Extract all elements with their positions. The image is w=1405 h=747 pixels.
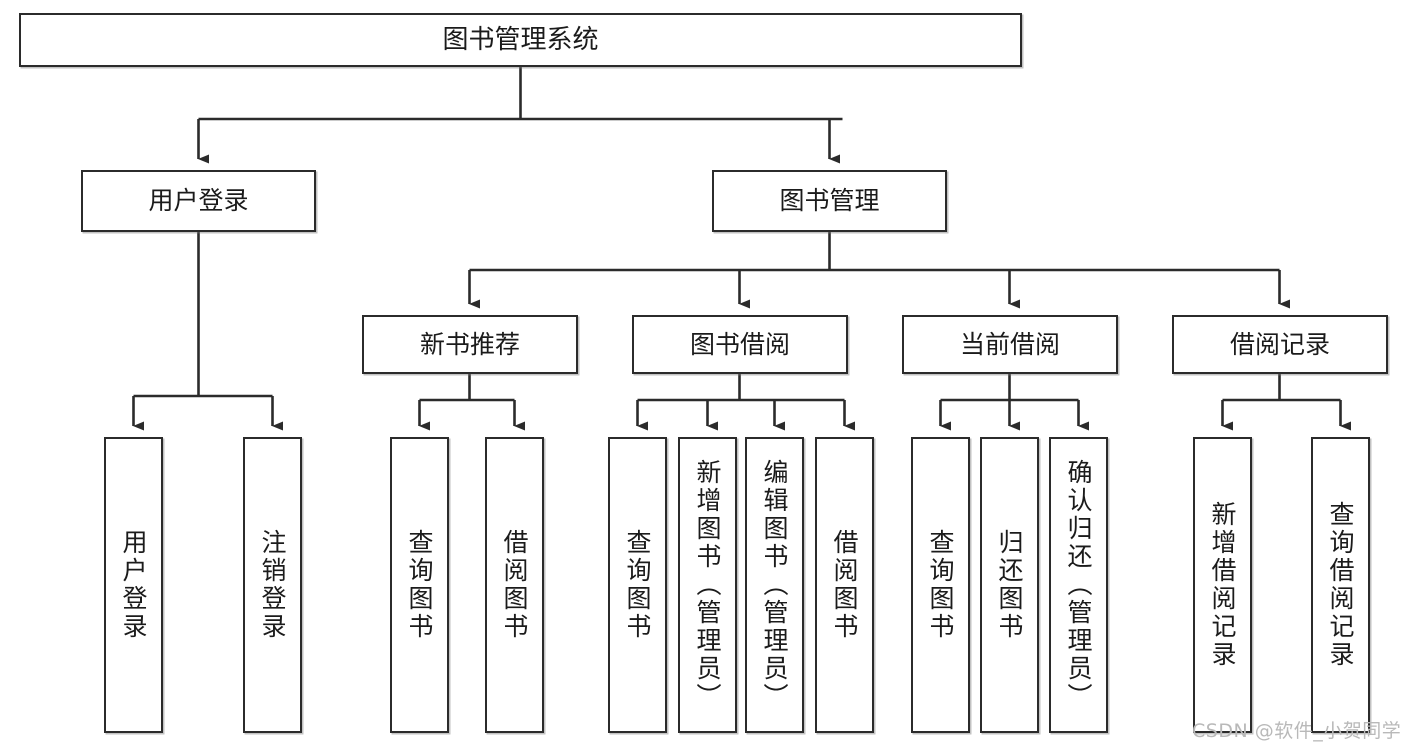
leaf-borrow-book-recommend[interactable]: 借阅图书: [485, 437, 544, 733]
node-new-book-recommend-label: 新书推荐: [419, 329, 520, 359]
node-book-borrow-label: 图书借阅: [689, 329, 790, 359]
leaf-user-login[interactable]: 用户登录: [104, 437, 163, 733]
leaf-query-borrow-record[interactable]: 查询借阅记录: [1311, 437, 1370, 733]
node-user-login[interactable]: 用户登录: [81, 170, 316, 232]
node-book-management[interactable]: 图书管理: [712, 170, 947, 232]
leaf-query-book-recommend[interactable]: 查询图书: [390, 437, 449, 733]
leaf-query-book-current-label: 查询图书: [926, 529, 955, 641]
leaf-query-book-borrow-label: 查询图书: [623, 529, 652, 641]
watermark: CSDN @软件_小贺同学: [1192, 720, 1402, 742]
node-root-label: 图书管理系统: [442, 24, 599, 55]
leaf-query-book-borrow[interactable]: 查询图书: [608, 437, 667, 733]
leaf-query-book-recommend-label: 查询图书: [405, 529, 434, 641]
leaf-add-borrow-record[interactable]: 新增借阅记录: [1193, 437, 1252, 733]
leaf-logout-label: 注销登录: [258, 529, 287, 641]
leaf-edit-book-admin-label: 编辑图书（管理员）: [760, 459, 789, 711]
node-root[interactable]: 图书管理系统: [19, 13, 1022, 67]
node-book-borrow[interactable]: 图书借阅: [632, 315, 848, 374]
node-borrow-records-label: 借阅记录: [1229, 329, 1330, 359]
node-new-book-recommend[interactable]: 新书推荐: [362, 315, 578, 374]
leaf-borrow-book-recommend-label: 借阅图书: [500, 529, 529, 641]
leaf-logout[interactable]: 注销登录: [243, 437, 302, 733]
leaf-query-book-current[interactable]: 查询图书: [911, 437, 970, 733]
leaf-query-borrow-record-label: 查询借阅记录: [1326, 501, 1355, 669]
leaf-confirm-return-admin[interactable]: 确认归还（管理员）: [1049, 437, 1108, 733]
node-book-management-label: 图书管理: [779, 186, 880, 216]
leaf-confirm-return-admin-label: 确认归还（管理员）: [1064, 459, 1093, 711]
leaf-return-book[interactable]: 归还图书: [980, 437, 1039, 733]
leaf-borrow-book-label: 借阅图书: [830, 529, 859, 641]
leaf-return-book-label: 归还图书: [995, 529, 1024, 641]
node-current-borrow[interactable]: 当前借阅: [902, 315, 1118, 374]
leaf-add-borrow-record-label: 新增借阅记录: [1208, 501, 1237, 669]
leaf-borrow-book[interactable]: 借阅图书: [815, 437, 874, 733]
node-current-borrow-label: 当前借阅: [959, 329, 1060, 359]
node-borrow-records[interactable]: 借阅记录: [1172, 315, 1388, 374]
leaf-add-book-admin-label: 新增图书（管理员）: [693, 459, 722, 711]
leaf-edit-book-admin[interactable]: 编辑图书（管理员）: [745, 437, 804, 733]
leaf-user-login-label: 用户登录: [119, 529, 148, 641]
leaf-add-book-admin[interactable]: 新增图书（管理员）: [678, 437, 737, 733]
node-user-login-label: 用户登录: [148, 186, 249, 216]
